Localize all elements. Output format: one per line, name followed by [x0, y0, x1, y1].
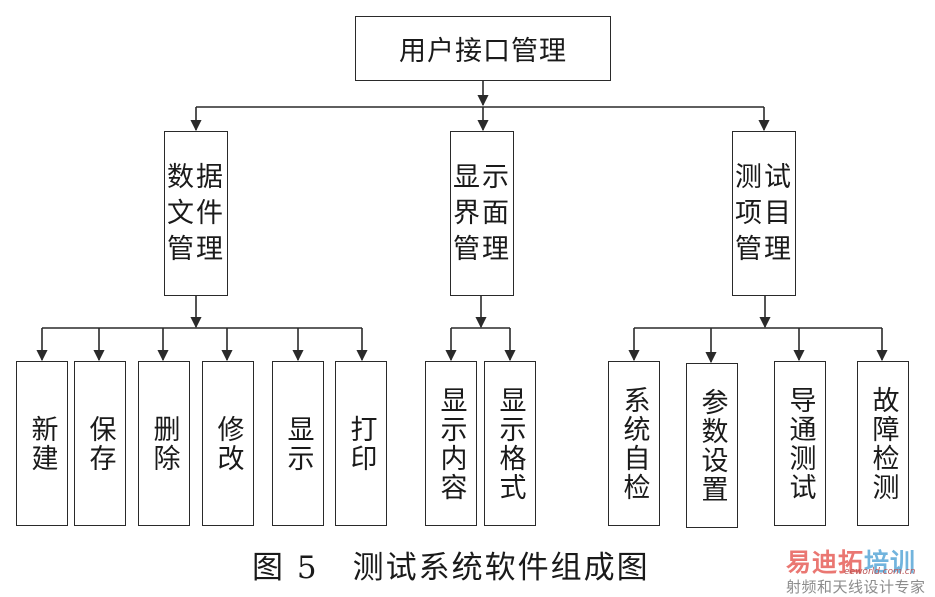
leaf-node-display-format: 显示格式	[484, 361, 536, 526]
leaf-node-parameter-settings: 参数设置	[686, 363, 738, 528]
leaf-node-save: 保存	[74, 361, 126, 526]
leaf-node-continuity-test: 导通测试	[774, 361, 826, 526]
figure-title: 测试系统软件组成图	[352, 550, 650, 586]
watermark-tagline: 射频和天线设计专家	[786, 578, 926, 596]
watermark-brand-blue: 培训	[864, 548, 917, 577]
leaf-node-fault-detection: 故障检测	[857, 361, 909, 526]
leaf-node-label: 打印	[345, 414, 377, 473]
branch-node-label: 数据文件管理	[167, 161, 225, 265]
leaf-node-delete: 删除	[138, 361, 190, 526]
root-node-label: 用户接口管理	[399, 36, 567, 67]
watermark-site: eeworld.com.cn	[844, 567, 916, 577]
branch-node-test-item-management: 测试项目管理	[732, 131, 796, 296]
branch-node-label: 显示界面管理	[453, 161, 511, 265]
branch-node-data-file-management: 数据文件管理	[164, 131, 228, 296]
leaf-node-label: 系统自检	[618, 385, 650, 502]
leaf-node-display-content: 显示内容	[425, 361, 477, 526]
leaf-node-label: 新建	[26, 414, 58, 473]
leaf-node-display: 显示	[272, 361, 324, 526]
leaf-node-label: 保存	[84, 414, 116, 473]
figure-number: 图 5	[252, 550, 319, 586]
leaf-node-label: 显示	[282, 414, 314, 473]
leaf-node-label: 参数设置	[696, 387, 728, 504]
figure-caption: 图 5 测试系统软件组成图	[252, 542, 650, 587]
branch-node-label: 测试项目管理	[735, 161, 793, 265]
leaf-node-print: 打印	[335, 361, 387, 526]
watermark-brand: 易迪拓培训	[786, 543, 916, 579]
leaf-node-label: 显示格式	[494, 385, 526, 502]
leaf-node-self-check: 系统自检	[608, 361, 660, 526]
watermark: 易迪拓培训 eeworld.com.cn 射频和天线设计专家	[786, 543, 935, 596]
leaf-node-label: 修改	[212, 414, 244, 473]
leaf-node-label: 显示内容	[435, 385, 467, 502]
leaf-node-modify: 修改	[202, 361, 254, 526]
leaf-node-new: 新建	[16, 361, 68, 526]
leaf-node-label: 故障检测	[867, 385, 899, 502]
leaf-node-label: 删除	[148, 414, 180, 473]
root-node: 用户接口管理	[355, 16, 611, 81]
branch-node-display-interface-management: 显示界面管理	[450, 131, 514, 296]
watermark-brand-red: 易迪拓	[786, 548, 865, 577]
leaf-node-label: 导通测试	[784, 385, 816, 502]
